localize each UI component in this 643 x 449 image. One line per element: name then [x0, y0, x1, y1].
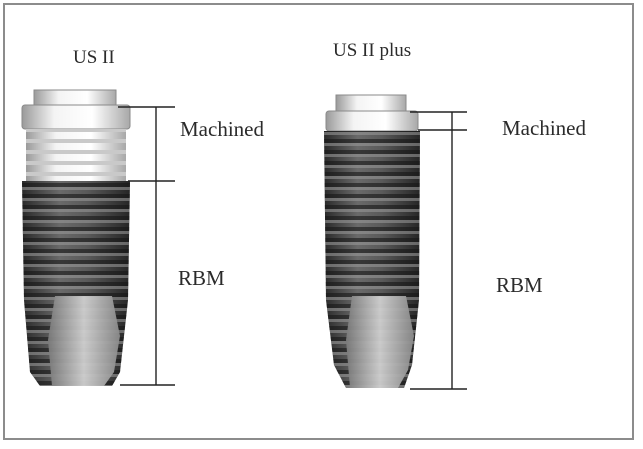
implant-us2-machined-section	[26, 129, 126, 181]
us2plus-machined-label: Machined	[502, 116, 586, 141]
implant-us2plus-title: US II plus	[333, 40, 411, 62]
implant-us2plus-head	[326, 95, 418, 131]
implant-us2-head	[22, 90, 130, 129]
us2plus-rbm-label: RBM	[496, 273, 543, 298]
us2-rbm-label: RBM	[178, 266, 225, 291]
us2-machined-label: Machined	[180, 117, 264, 142]
implant-us2-title: US II	[73, 47, 115, 69]
implant-us2-rbm-section	[22, 181, 130, 386]
implant-us2	[22, 90, 130, 386]
implant-us2plus	[324, 95, 420, 388]
implant-us2plus-rbm-section	[324, 131, 420, 388]
